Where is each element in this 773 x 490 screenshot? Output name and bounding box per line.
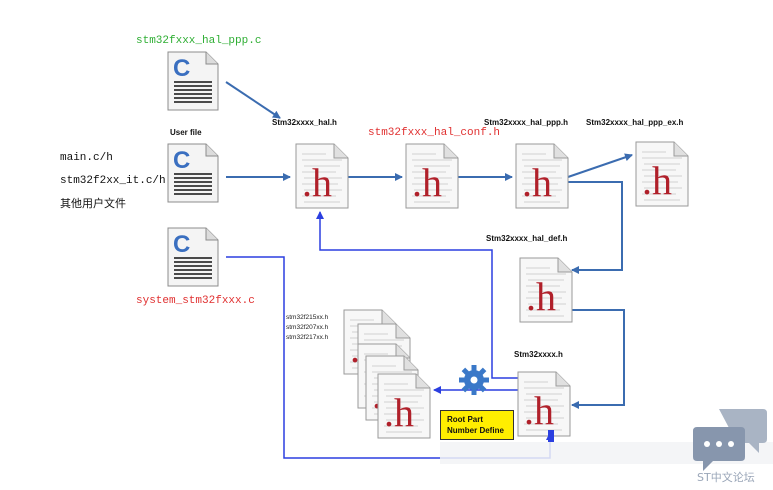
hal-ppp-h-file-icon	[515, 143, 569, 209]
ppp-c-label: stm32fxxx_hal_ppp.c	[136, 35, 262, 47]
watermark-band	[440, 442, 773, 464]
variant-h-file-icon	[377, 373, 431, 439]
arrow-device-to-hal	[316, 211, 518, 379]
arrow-head-up	[548, 430, 554, 442]
hal-ppp-h-label: Stm32xxxx_hal_ppp.h	[484, 118, 569, 127]
arrow-ppp-c-to-hal	[225, 81, 281, 119]
hal-def-h-label: Stm32xxxx_hal_def.h	[486, 234, 568, 243]
st-forum-chat-logo	[693, 409, 767, 471]
hal-ppp-ex-h-file-icon	[635, 141, 689, 207]
arrow-ppp-to-def	[568, 181, 623, 274]
hal-conf-h-label: stm32fxxx_hal_conf.h	[368, 127, 501, 139]
main-c-label: main.c/h	[60, 152, 113, 164]
root-box-line-1: Root Part	[447, 415, 483, 424]
system-c-label: system_stm32fxxx.c	[136, 295, 255, 307]
variant-label-3: stm32f217xx.h	[286, 334, 329, 341]
arrow-def-to-device	[570, 309, 625, 409]
device-h-file-icon	[517, 371, 571, 437]
hal-conf-h-file-icon	[405, 143, 459, 209]
st-forum-logo-text: ST中文论坛	[697, 471, 755, 484]
system-c-file-icon	[167, 227, 219, 287]
user-file-label: User file	[170, 128, 202, 137]
variant-label-1: stm32f215xx.h	[286, 314, 329, 321]
hal-def-h-file-icon	[519, 257, 573, 323]
user-c-file-icon	[167, 143, 219, 203]
it-c-label: stm32f2xx_it.c/h	[60, 175, 166, 187]
arrow-ppp-to-ppp-ex	[567, 153, 633, 178]
root-part-number-box: Root Part Number Define	[440, 410, 514, 440]
variant-label-2: stm32f207xx.h	[286, 324, 329, 331]
device-h-label: Stm32xxxx.h	[514, 350, 563, 359]
hal-h-label: Stm32xxxx_hal.h	[272, 118, 337, 127]
hal-ppp-ex-h-label: Stm32xxxx_hal_ppp_ex.h	[586, 118, 684, 127]
gear-icon	[459, 365, 489, 395]
ppp-c-file-icon	[167, 51, 219, 111]
hal-h-file-icon	[295, 143, 349, 209]
other-user-files-label: 其他用户文件	[60, 197, 126, 210]
root-box-line-2: Number Define	[447, 426, 504, 435]
